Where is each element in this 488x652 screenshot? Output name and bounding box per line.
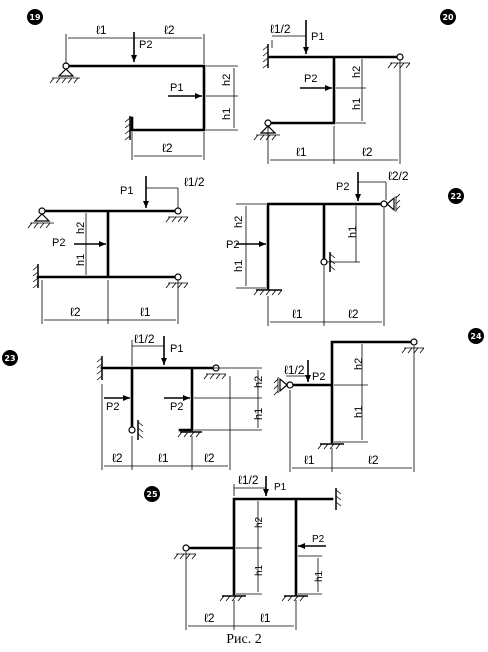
frame-members xyxy=(100,366,216,432)
dim-h2: h2 xyxy=(75,222,87,234)
frame-variant-22: 22 P2 P2 ℓ2/2 h2 h1 h1 ℓ1 ℓ2 xyxy=(226,169,464,326)
frame-members xyxy=(64,64,206,132)
dim-l2-half: ℓ2/2 xyxy=(388,169,409,183)
dim-h2: h2 xyxy=(351,66,363,78)
fixed-support-left xyxy=(96,356,103,381)
load-p1-label: P1 xyxy=(170,82,183,94)
dim-h1: h1 xyxy=(353,406,365,418)
dim-h1-right: h1 xyxy=(314,570,325,582)
dim-l2-left: ℓ2 xyxy=(112,451,123,465)
variant-number-badge: 24 xyxy=(468,328,484,344)
load-p2-label: P2 xyxy=(139,39,152,51)
frame-members xyxy=(266,55,400,125)
fixed-support xyxy=(124,116,131,141)
frame-members xyxy=(36,209,180,279)
frame-variant-23: 23 P1 P2 P2 ℓ1/2 h2 h1 ℓ2 xyxy=(2,332,265,470)
frame-variant-19: 19 P2 P1 ℓ1 ℓ2 h2 h1 ℓ2 xyxy=(27,9,238,160)
load-p2-label: P2 xyxy=(106,401,119,413)
dim-l1: ℓ1 xyxy=(158,451,169,465)
dim-l1-half: ℓ1/2 xyxy=(270,22,291,36)
dim-h1: h1 xyxy=(254,564,265,576)
hinged-fixed-support xyxy=(128,420,144,440)
fixed-support-bottom xyxy=(177,431,202,438)
pin-support-side xyxy=(380,193,401,212)
load-p2-label: P2 xyxy=(52,237,65,249)
load-p2-label: P2 xyxy=(304,73,317,85)
dim-h2: h2 xyxy=(254,516,265,528)
dim-l1-half: ℓ1/2 xyxy=(284,363,305,377)
fixed-support xyxy=(32,264,39,289)
dim-l2-bottom: ℓ2 xyxy=(162,141,173,155)
frame-variant-21: P1 P2 ℓ1/2 h2 h1 ℓ2 ℓ1 xyxy=(27,175,205,324)
load-p2-label: P2 xyxy=(312,371,325,383)
frame-members xyxy=(266,202,384,290)
dim-h2: h2 xyxy=(353,358,365,370)
load-p2-label: P2 xyxy=(312,534,325,545)
dim-h2: h2 xyxy=(253,376,265,388)
fixed-support-bottom xyxy=(253,289,283,296)
figure-caption: Рис. 2 xyxy=(226,632,262,647)
fixed-support-bottom xyxy=(317,443,344,450)
fixed-support-bottom-left xyxy=(219,595,246,602)
dim-l2: ℓ2 xyxy=(204,611,215,625)
load-p2-label-2: P2 xyxy=(170,401,183,413)
dim-h1: h1 xyxy=(221,108,233,120)
dim-h1: h1 xyxy=(75,254,87,266)
dim-h1-right: h1 xyxy=(347,226,359,238)
load-p2-label: P2 xyxy=(336,181,349,193)
variant-number-badge: 25 xyxy=(144,486,160,502)
dim-l2-right: ℓ2 xyxy=(204,451,215,465)
variant-number-badge: 19 xyxy=(27,9,43,25)
fixed-support-right xyxy=(335,488,342,510)
frame-variant-25: 25 P1 P2 ℓ1/2 h2 h1 h1 ℓ2 ℓ1 xyxy=(144,473,342,630)
dim-h2: h2 xyxy=(221,74,233,86)
variant-number-badge: 23 xyxy=(2,350,18,366)
dim-l1: ℓ1 xyxy=(292,307,303,321)
dim-l1: ℓ1 xyxy=(304,453,315,467)
variant-number-badge: 20 xyxy=(440,9,456,25)
dim-h1: h1 xyxy=(253,408,265,420)
svg-text:20: 20 xyxy=(442,13,454,22)
dim-l1: ℓ1 xyxy=(260,611,271,625)
frame-members xyxy=(288,340,414,444)
dim-l1-half: ℓ1/2 xyxy=(184,175,205,189)
load-p2-label-side: P2 xyxy=(226,239,239,251)
dim-l2: ℓ2 xyxy=(70,305,81,319)
frame-variant-24: 24 P2 ℓ1/2 h2 h1 ℓ1 ℓ2 xyxy=(273,328,484,472)
dim-l1: ℓ1 xyxy=(296,145,307,159)
load-p1-label: P1 xyxy=(120,185,133,197)
svg-text:25: 25 xyxy=(146,490,158,499)
dim-l1-half: ℓ1/2 xyxy=(134,332,155,346)
svg-text:24: 24 xyxy=(470,332,482,341)
svg-text:22: 22 xyxy=(450,192,461,201)
dim-l2: ℓ2 xyxy=(362,145,373,159)
fixed-support xyxy=(262,44,269,69)
pin-support xyxy=(27,207,54,229)
dim-l1-half: ℓ1/2 xyxy=(238,473,259,487)
load-p1-label: P1 xyxy=(170,343,183,355)
fixed-support-bottom-right xyxy=(281,595,308,602)
dim-l2: ℓ2 xyxy=(348,307,359,321)
dim-l2: ℓ2 xyxy=(164,23,175,37)
dim-l1: ℓ1 xyxy=(140,305,151,319)
frame-members xyxy=(184,497,334,596)
dim-h1: h1 xyxy=(351,98,363,110)
dim-h2: h2 xyxy=(233,216,245,228)
svg-text:23: 23 xyxy=(4,354,15,363)
svg-text:19: 19 xyxy=(29,13,41,22)
dim-l2: ℓ2 xyxy=(368,453,379,467)
frame-variant-20: 20 P1 P2 ℓ1/2 h2 h1 ℓ1 ℓ2 xyxy=(253,9,456,164)
load-p1-label: P1 xyxy=(311,31,324,43)
dim-h1: h1 xyxy=(233,260,245,272)
dim-l1: ℓ1 xyxy=(96,23,107,37)
load-p1-label: P1 xyxy=(274,482,287,493)
variant-number-badge: 22 xyxy=(448,188,464,204)
pin-support-side xyxy=(273,377,294,396)
